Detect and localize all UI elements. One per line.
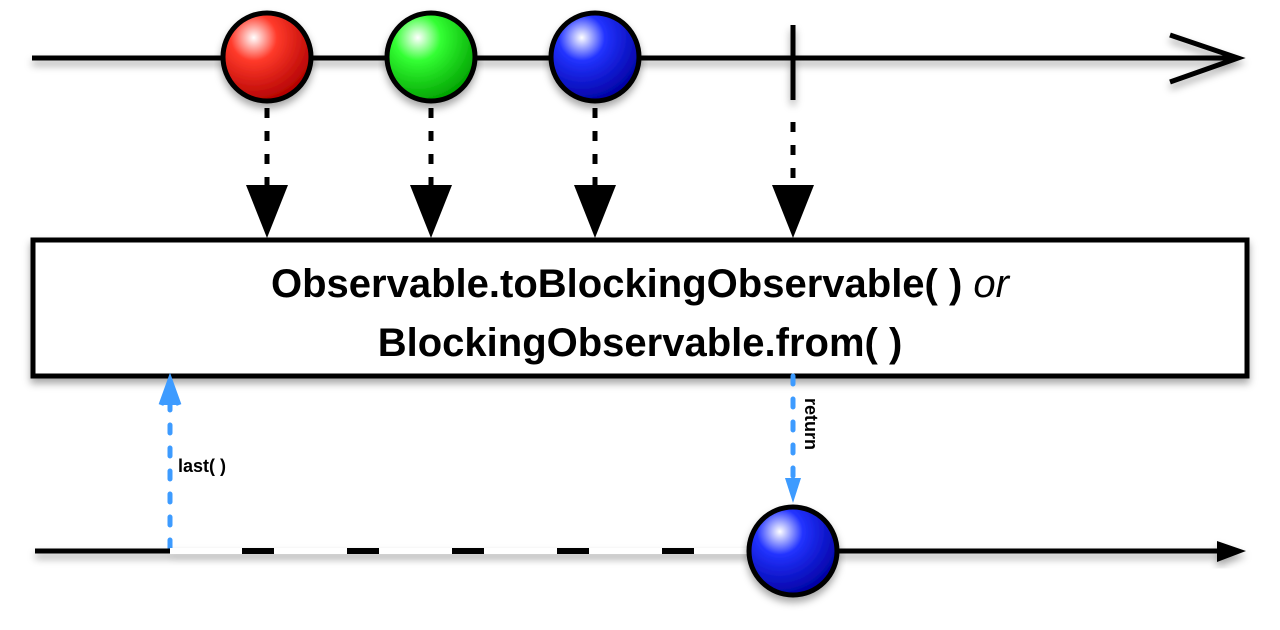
result-marble-blue	[746, 504, 840, 598]
timeline-arrowhead-icon	[1169, 32, 1246, 85]
return-arrow	[785, 373, 801, 503]
emission-arrow	[574, 108, 616, 238]
emission-arrows	[246, 108, 814, 238]
last-label: last( )	[178, 456, 226, 476]
result-timeline	[35, 541, 1246, 562]
timeline-arrowhead-icon	[1217, 541, 1246, 562]
operator-box	[30, 237, 1250, 379]
last-call-arrow	[158, 372, 182, 551]
operator-line-1: Observable.toBlockingObservable( ) or	[271, 262, 1011, 306]
emission-arrow	[246, 108, 288, 238]
completion-arrow	[772, 122, 814, 238]
source-marble-green	[384, 10, 478, 104]
source-marble-blue	[548, 10, 642, 104]
return-label: return	[801, 398, 821, 450]
operator-line-2: BlockingObservable.from( )	[378, 321, 903, 365]
source-marble-red	[220, 10, 314, 104]
emission-arrow	[410, 108, 452, 238]
